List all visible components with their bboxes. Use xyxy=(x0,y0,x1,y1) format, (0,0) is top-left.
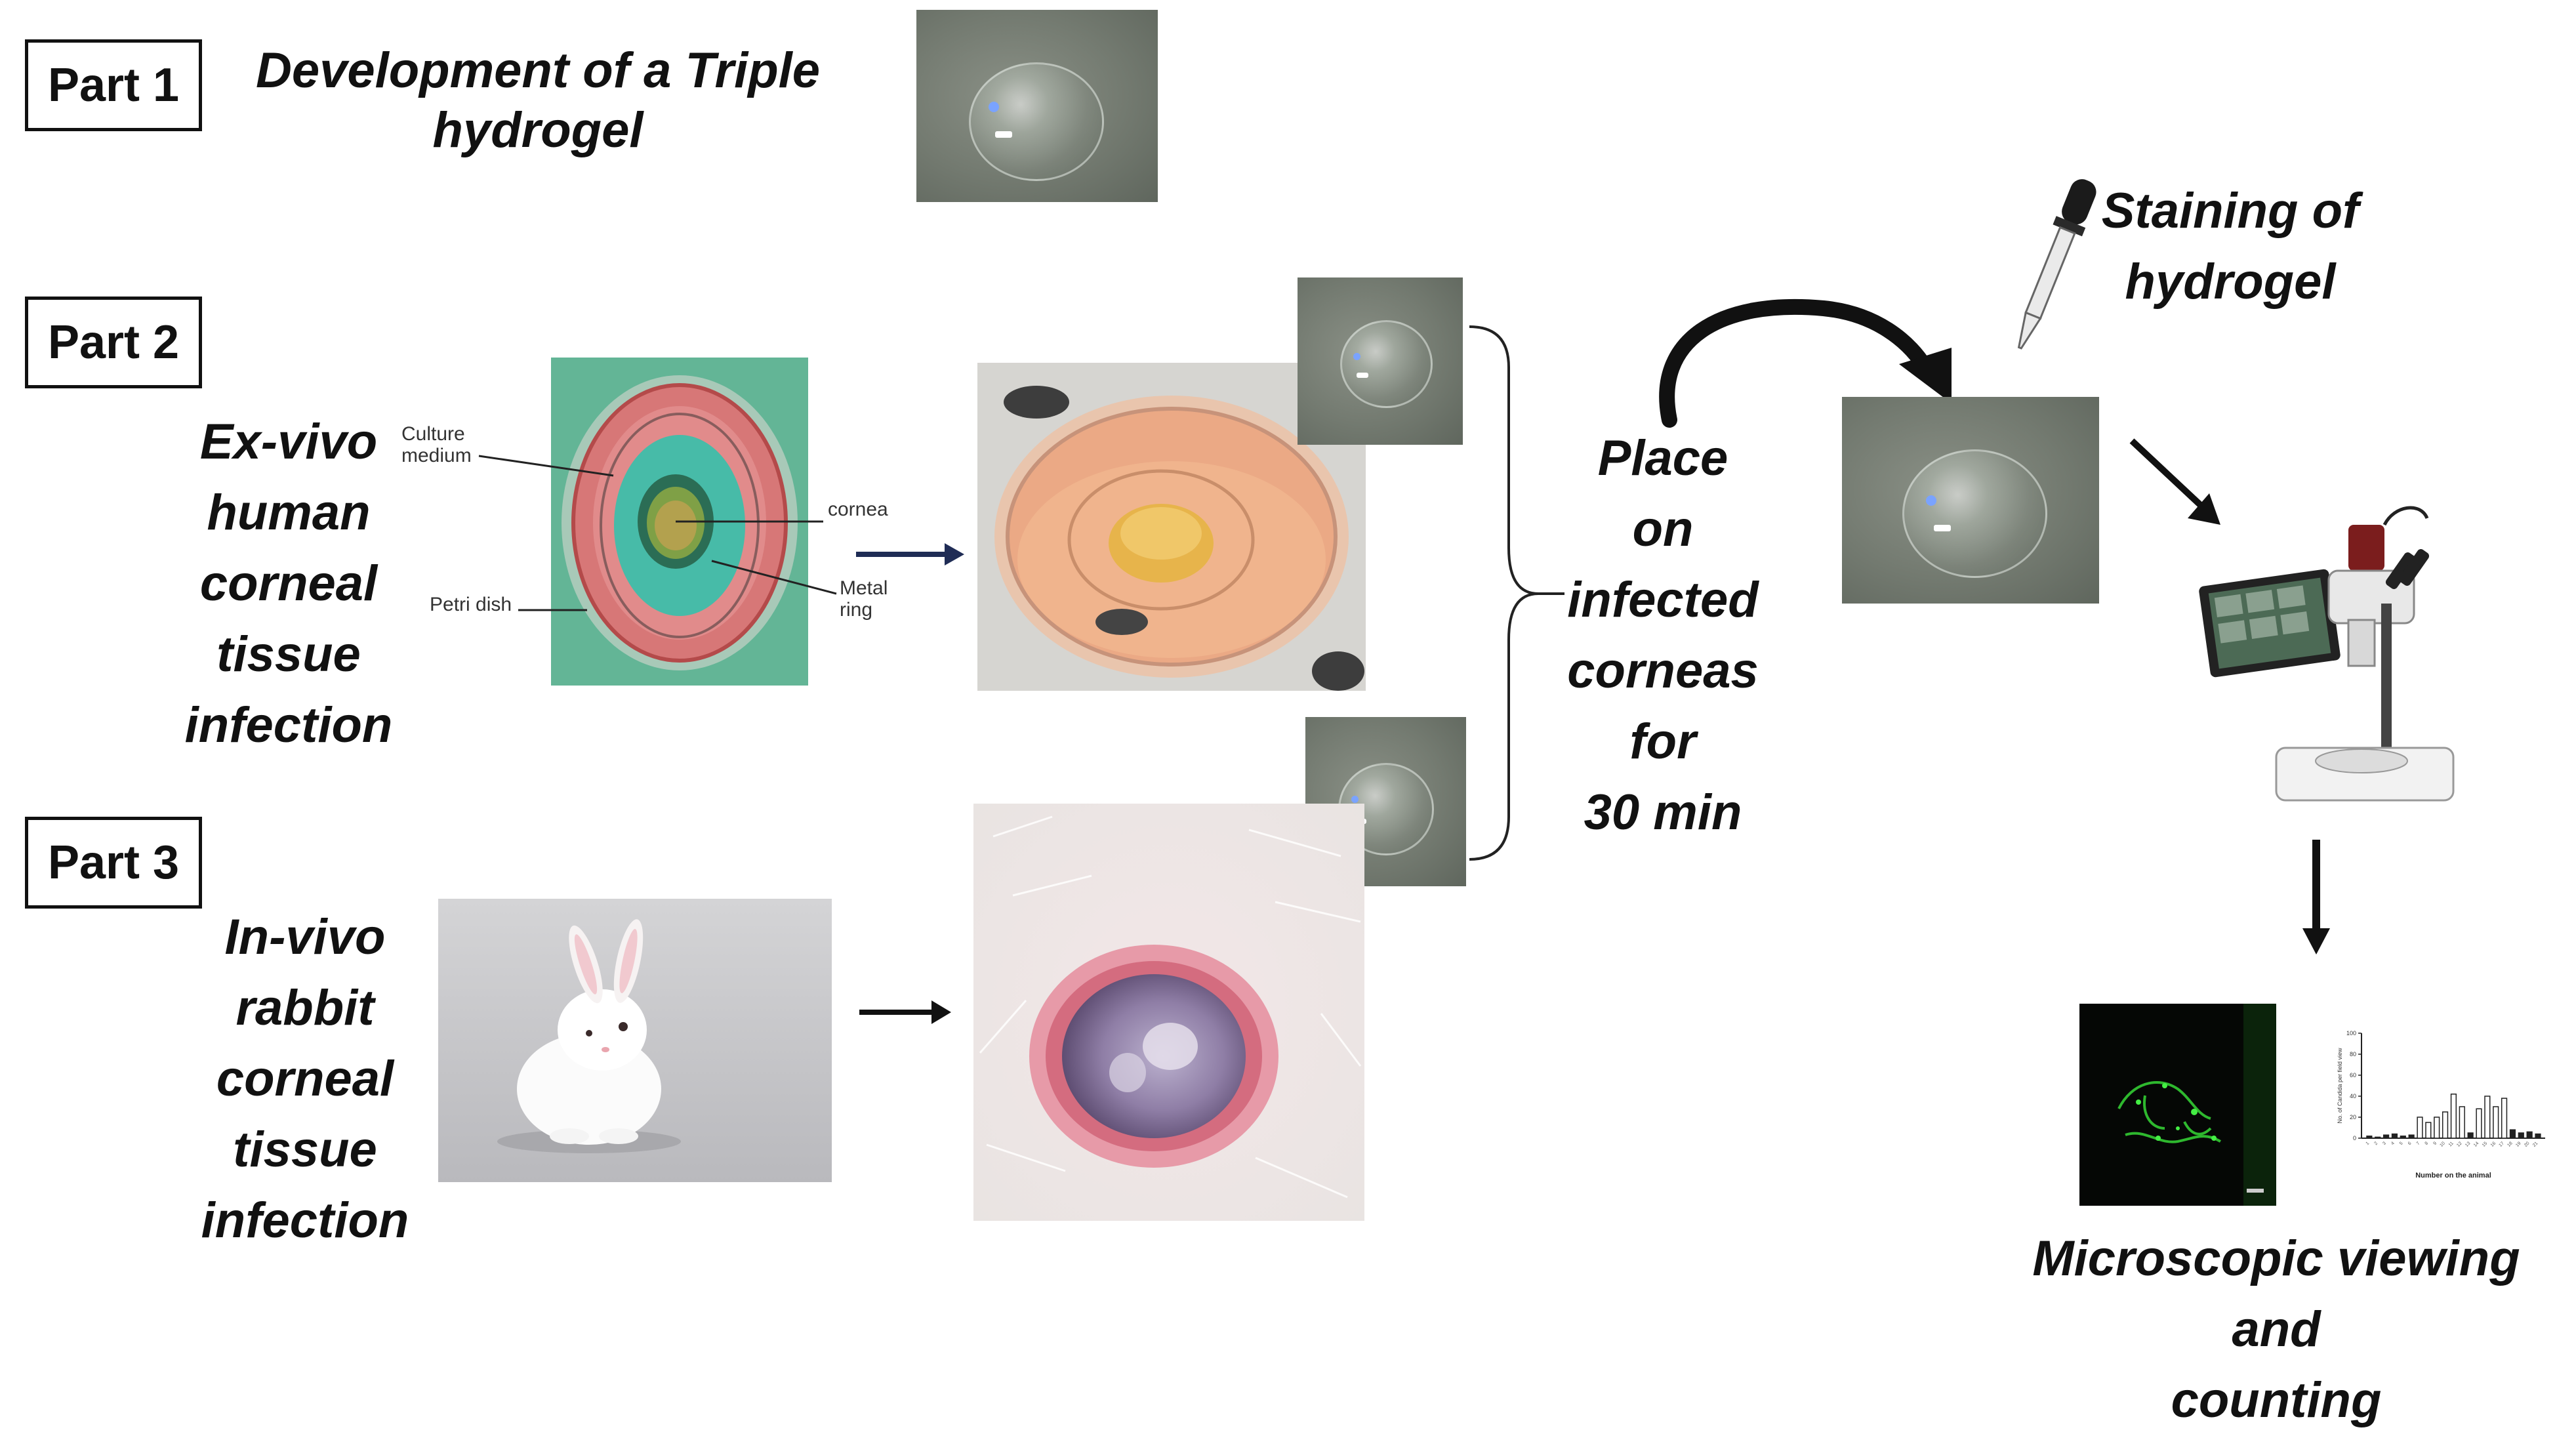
part-2-title: Ex-vivo human corneal tissue infection xyxy=(184,414,393,753)
fluorescence-illustration xyxy=(2079,1004,2276,1206)
chart-bar xyxy=(2366,1136,2373,1139)
fluorescence-image xyxy=(2079,1004,2276,1206)
chart-xtick-label: 13 xyxy=(2464,1141,2472,1148)
chart-ytick-label: 20 xyxy=(2350,1114,2356,1120)
microscopic-viewing-text: Microscopic viewing and counting xyxy=(2032,1231,2520,1428)
chart-bar xyxy=(2501,1098,2508,1139)
chart-xtick-label: 10 xyxy=(2440,1141,2447,1148)
chart-xtick-label: 17 xyxy=(2499,1141,2506,1148)
chart-xtick-label: 2 xyxy=(2373,1141,2379,1146)
chart-xtick-label: 5 xyxy=(2399,1141,2404,1146)
part-1-title: Development of a Triple hydrogel xyxy=(255,43,821,159)
bracket xyxy=(1469,325,1539,861)
arrow-hydrogel-to-microscope xyxy=(2129,438,2207,511)
staining-text: Staining of hydrogel xyxy=(2101,183,2360,310)
rabbit-eye-photo xyxy=(973,804,1364,1221)
chart-bar xyxy=(2459,1106,2465,1139)
culture-dish-photo xyxy=(977,363,1366,691)
chart-ytick-label: 40 xyxy=(2350,1093,2356,1099)
chart-bar xyxy=(2526,1131,2533,1139)
part-2-label: Part 2 xyxy=(25,297,202,388)
pipette-icon xyxy=(2017,179,2096,350)
rabbit-eye-illustration xyxy=(973,804,1364,1221)
chart-xtick-label: 15 xyxy=(2482,1141,2489,1148)
chart-bar xyxy=(2450,1094,2457,1139)
chart-bars xyxy=(2366,1094,2541,1139)
chart-ytick-label: 100 xyxy=(2346,1030,2356,1036)
arrow-dish-to-culture-head xyxy=(945,543,964,565)
chart-bar xyxy=(2375,1136,2381,1139)
chart-xtick-label: 20 xyxy=(2524,1141,2531,1148)
chart-bar xyxy=(2493,1106,2499,1139)
part-1-label: Part 1 xyxy=(25,39,202,131)
candida-count-bar-chart: No. of Candida per field view 0 20 40 60 80 1… xyxy=(2337,1030,2545,1180)
place-on-corneas-text: Place on infected corneas for 30 min xyxy=(1567,430,1759,840)
curved-arrow-head xyxy=(1899,348,1952,403)
chart-bar xyxy=(2391,1133,2398,1139)
chart-xtick-label: 11 xyxy=(2448,1141,2455,1147)
chart-bar xyxy=(2535,1133,2541,1139)
petri-dish-photo xyxy=(551,358,808,686)
chart-ytick-label: 80 xyxy=(2350,1051,2356,1057)
cornea-label: cornea xyxy=(828,499,888,520)
chart-xtick-label: 14 xyxy=(2473,1141,2480,1148)
chart-ylabel: No. of Candida per field view xyxy=(2337,1048,2343,1124)
hydrogel-photo-part1 xyxy=(916,10,1158,202)
chart-xlabel: Number on the animal xyxy=(2415,1172,2491,1180)
chart-bar xyxy=(2408,1134,2415,1139)
chart-bar xyxy=(2484,1096,2491,1139)
chart-xtick-label: 8 xyxy=(2424,1141,2430,1146)
hydrogel-photo-ex-vivo xyxy=(1298,277,1463,445)
part-3-title: In-vivo rabbit corneal tissue infection xyxy=(201,909,409,1248)
part-3-label: Part 3 xyxy=(25,817,202,909)
chart-ytick-label: 0 xyxy=(2353,1135,2356,1141)
chart-xtick-label: 12 xyxy=(2456,1141,2463,1148)
chart-xtick-label: 1 xyxy=(2365,1141,2371,1146)
chart-xtick-label: 9 xyxy=(2432,1141,2438,1146)
chart-xtick-label: 19 xyxy=(2515,1141,2522,1148)
rabbit-photo xyxy=(438,899,832,1182)
stained-hydrogel-photo xyxy=(1842,397,2099,604)
chart-bar xyxy=(2434,1117,2440,1139)
chart-xtick-label: 7 xyxy=(2416,1141,2421,1146)
chart-bar xyxy=(2476,1108,2482,1139)
arrow-microscope-to-results-head xyxy=(2302,928,2330,954)
chart-bar xyxy=(2509,1129,2516,1139)
arrow-rabbit-to-eye-head xyxy=(931,1000,951,1024)
chart-xtick-label: 21 xyxy=(2532,1141,2539,1148)
hydrogel-photo-in-vivo xyxy=(1305,717,1466,886)
chart-bar xyxy=(2425,1122,2432,1139)
chart-bar xyxy=(2467,1132,2474,1139)
chart-xtick-label: 4 xyxy=(2390,1141,2396,1146)
chart-bar xyxy=(2518,1132,2524,1139)
rabbit-illustration xyxy=(438,899,832,1182)
digital-microscope-icon xyxy=(2199,506,2455,802)
chart-bar xyxy=(2417,1117,2423,1139)
petri-dish-label: Petri dish xyxy=(430,594,512,615)
chart-bar xyxy=(2382,1134,2390,1139)
petri-dish-illustration xyxy=(551,358,808,686)
chart-bar xyxy=(2442,1111,2449,1139)
chart-xtick-label: 3 xyxy=(2382,1141,2387,1146)
chart-y-ticks: 0 20 40 60 80 100 xyxy=(2346,1030,2361,1141)
culture-dish-illustration xyxy=(977,363,1366,691)
culture-medium-label: Culture medium xyxy=(401,423,472,466)
chart-xtick-label: 6 xyxy=(2407,1141,2413,1146)
chart-xtick-label: 16 xyxy=(2490,1141,2497,1148)
chart-bar xyxy=(2400,1136,2406,1139)
metal-ring-label: Metal ring xyxy=(840,577,888,621)
chart-xtick-label: 18 xyxy=(2506,1141,2514,1148)
chart-ytick-label: 60 xyxy=(2350,1072,2356,1078)
